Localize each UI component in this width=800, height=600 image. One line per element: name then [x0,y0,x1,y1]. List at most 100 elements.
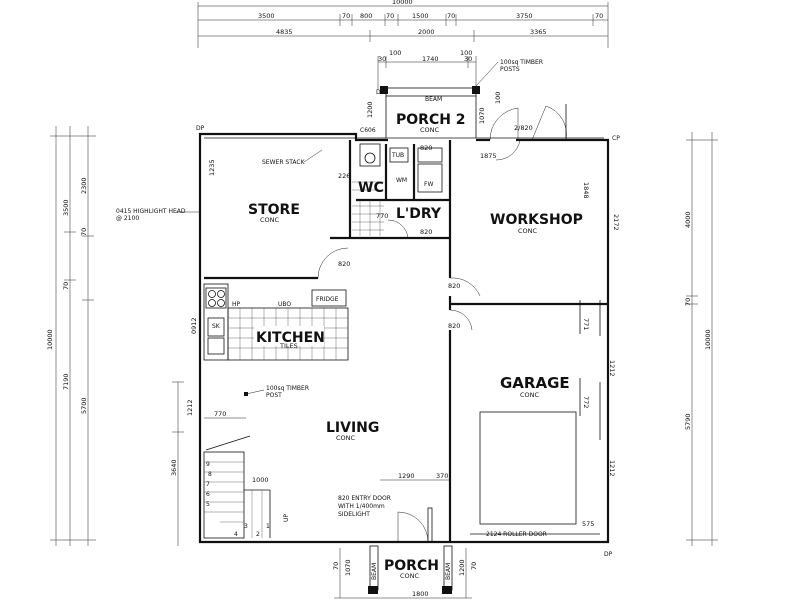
stair-1: 1 [266,523,270,530]
dim-porch2-side-3: 100 [494,92,502,104]
living-name: LIVING [326,420,379,436]
dim-bottom-5: 70 [470,562,478,570]
dim-top-5: 1500 [412,12,429,20]
hp-label: HP [232,301,241,308]
up-label: UP [283,514,290,522]
stair-4: 4 [234,531,238,538]
dim-bottom-1: 70 [332,562,340,570]
stairs [203,435,271,539]
stair-5: 5 [206,501,210,508]
dim-left-col1-3: 7190 [62,373,70,390]
dim-bottom-2: 1070 [344,559,352,576]
dim-right-inner-4: 1212 [608,360,616,377]
dim-right-inner-6: 1212 [608,460,616,477]
garage-floor: CONC [520,391,540,399]
dim-interior-1290: 1290 [398,472,415,480]
top-dimension-lines [197,2,609,48]
timber-posts-line1: 100sq TIMBER [500,59,543,66]
dim-left-inner-3: 1212 [186,399,194,416]
kitchen-floor: TILES [279,342,298,350]
store-name: STORE [248,202,300,218]
wc-name: WC [358,180,384,196]
dim-top-3: 800 [360,12,372,20]
ubo-label: UBO [278,301,291,308]
stair-6: 6 [206,491,210,498]
dim-top-8: 70 [595,12,603,20]
dp-label-nw: DP [196,125,205,132]
entry-door-swing [397,507,433,543]
entry-door-line1: 820 ENTRY DOOR [338,495,391,502]
porch2-name: PORCH 2 [396,112,466,128]
porch2-floor: CONC [420,126,440,134]
dim-porch2-side-1: 1200 [366,101,374,118]
right-dimension-lines [686,132,718,546]
dim-top-1: 3500 [258,12,275,20]
porch2-beam-label: BEAM [425,96,442,103]
dim-bottom-3: 1800 [412,590,429,598]
highlight-head-line2: @ 2100 [116,215,139,222]
dim-top-overall: 10000 [392,0,413,6]
dim-porch2-c: 1740 [422,55,439,63]
cp-label-ne: CP [612,135,620,142]
dim-left-inner-4: 3640 [170,459,178,476]
wc-fixtures [352,143,443,236]
dim-left-col2-2: 70 [80,228,88,236]
entry-door-line3: SIDELIGHT [338,511,370,518]
dim-interior-770: 770 [376,212,388,220]
dim-interior-hall-820: 820 [448,282,460,290]
dim-bottom-4: 1200 [458,559,466,576]
workshop-floor: CONC [518,227,538,235]
dim-left-col2-3: 5700 [80,397,88,414]
workshop-name: WORKSHOP [490,212,583,228]
dim-right-inner-3: 771 [582,318,590,330]
dim-left-inner-1: 1235 [208,159,216,176]
dim-left-col2-1: 2300 [80,177,88,194]
dim-right-inner-2: 2172 [612,214,620,231]
tub-label: TUB [391,152,404,159]
front-porch [334,545,472,599]
dim-porch2-b: 30 [378,55,386,63]
timber-posts-line2: POSTS [500,66,520,73]
dim-left-inner-2: 0912 [190,317,198,334]
porch2-dimension-lines [377,56,477,90]
store-floor: CONC [260,216,280,224]
dim-left-col1-2: 70 [62,282,70,290]
dim-left-col1-1: 3500 [62,199,70,216]
door-swings [317,139,521,331]
entry-door-line2: WITH 1/400mm [338,503,385,510]
exterior-walls [198,132,610,544]
sk-label: SK [212,323,221,330]
note-sewer-stack: SEWER STACK [262,159,306,166]
porch-beam-right: BEAM [445,563,452,580]
porch2 [380,86,480,138]
timber-post-line2: POST [266,392,282,399]
timber-post-line1: 100sq TIMBER [266,385,309,392]
dim-interior-ldry-820: 820 [420,228,432,236]
dp-label-se: DP [604,551,613,558]
dim-top-4: 70 [386,12,394,20]
dim-top2-1: 4835 [276,28,293,36]
note-roller-door: 2124 ROLLER DOOR [486,531,547,538]
dim-top-2: 70 [342,12,350,20]
note-highlight-head: 0415 HIGHLIGHT HEAD@ 2100 [116,208,186,222]
dim-top2-3: 3365 [530,28,547,36]
dim-interior-240: 1000 [252,476,269,484]
dim-interior-1000: 770 [214,410,226,418]
stair-7: 7 [206,481,210,488]
dim-interior-wc-820: 820 [420,144,432,152]
left-dimension-lines [50,126,184,546]
c606-label: C606 [360,127,376,134]
dim-porch2-d: 30 [464,55,472,63]
fridge-label: FRIDGE [316,296,339,303]
dim-right-overall: 10000 [704,329,712,350]
fw-label: FW [424,181,433,188]
interior-walls [204,140,608,542]
dim-right-col1-2: 70 [684,298,692,306]
stair-3: 3 [244,523,248,530]
dim-interior-370: 370 [436,472,448,480]
dim-porch2-side-2: 1070 [478,107,486,124]
